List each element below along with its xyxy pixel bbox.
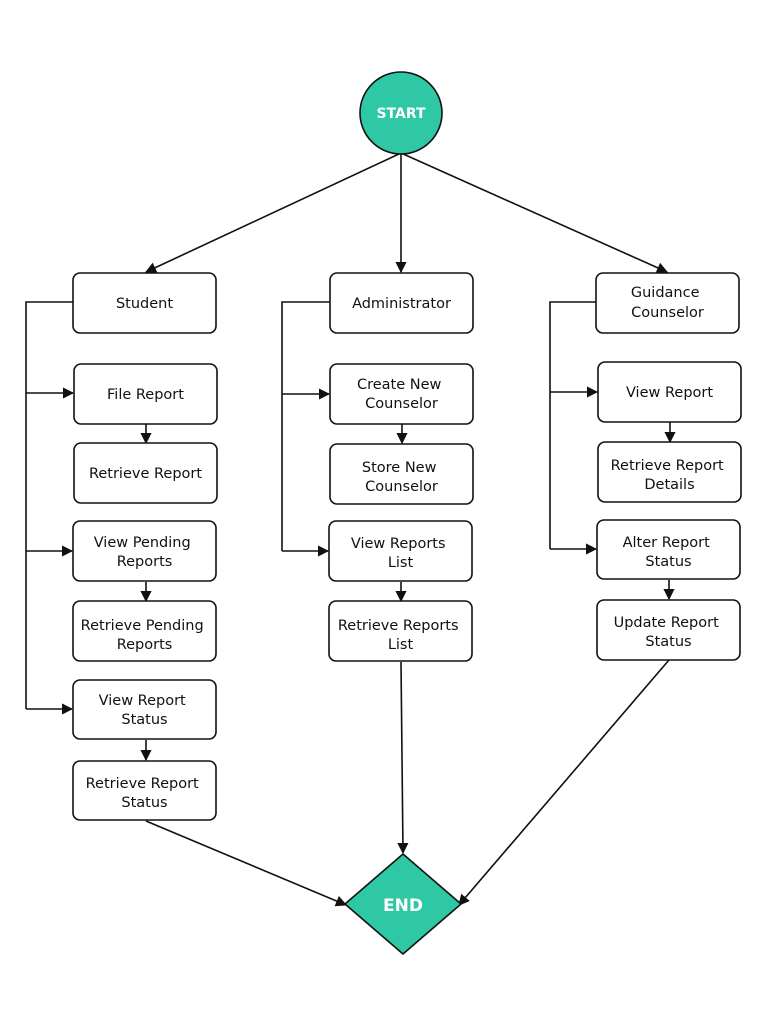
edge-student-bracket bbox=[25, 301, 73, 709]
edge-guidance-bracket bbox=[549, 301, 596, 549]
view-report-label: View Report bbox=[626, 385, 713, 401]
administrator-header-node: Administrator bbox=[329, 272, 474, 334]
view-report-status-node: View Report Status bbox=[72, 679, 217, 740]
alter-report-status-label: Alter Report Status bbox=[623, 535, 715, 570]
retrieve-reports-list-node: Retrieve Reports List bbox=[328, 600, 473, 662]
edge-retrieve-status-to-end bbox=[145, 820, 348, 907]
retrieve-report-node: Retrieve Report bbox=[73, 442, 218, 504]
start-circle bbox=[359, 71, 443, 155]
guidance-counselor-header-label: Guidance Counselor bbox=[631, 285, 704, 321]
view-pending-reports-node: View Pending Reports bbox=[72, 520, 217, 582]
administrator-header-label: Administrator bbox=[352, 296, 451, 312]
column-administrator: Administrator Create New Counselor Store… bbox=[328, 272, 474, 662]
view-reports-list-node: View Reports List bbox=[328, 520, 473, 582]
end-node: END bbox=[344, 853, 462, 955]
retrieve-report-label: Retrieve Report bbox=[89, 466, 202, 482]
retrieve-pending-reports-node: Retrieve Pending Reports bbox=[72, 600, 217, 662]
edges bbox=[25, 152, 676, 907]
student-header-label: Student bbox=[116, 296, 173, 312]
edge-start-to-student bbox=[144, 152, 402, 273]
alter-report-status-node: Alter Report Status bbox=[596, 519, 741, 580]
edge-start-to-guidance-counselor bbox=[400, 152, 669, 273]
retrieve-report-status-node: Retrieve Report Status bbox=[72, 760, 217, 821]
start-node: START bbox=[359, 71, 443, 155]
start-label: START bbox=[376, 106, 426, 122]
end-diamond bbox=[344, 853, 462, 955]
edge-retrieve-list-to-end bbox=[397, 661, 409, 855]
view-report-node: View Report bbox=[597, 361, 742, 423]
retrieve-report-details-node: Retrieve Report Details bbox=[597, 441, 742, 503]
retrieve-report-details-label: Retrieve Report Details bbox=[611, 458, 729, 493]
column-student: Student File Report Retrieve Report View… bbox=[72, 272, 218, 821]
end-label: END bbox=[383, 896, 423, 916]
guidance-counselor-header-node: Guidance Counselor bbox=[595, 272, 740, 334]
view-reports-list-label: View Reports List bbox=[351, 536, 450, 571]
store-new-counselor-label: Store New Counselor bbox=[362, 460, 441, 495]
update-report-status-label: Update Report Status bbox=[614, 615, 724, 650]
student-header-node: Student bbox=[72, 272, 217, 334]
file-report-label: File Report bbox=[107, 387, 184, 403]
edge-administrator-bracket bbox=[281, 301, 330, 551]
update-report-status-node: Update Report Status bbox=[596, 599, 741, 661]
edge-update-status-to-end bbox=[458, 659, 670, 906]
retrieve-reports-list-label: Retrieve Reports List bbox=[338, 618, 463, 653]
file-report-node: File Report bbox=[73, 363, 218, 425]
create-new-counselor-node: Create New Counselor bbox=[329, 363, 474, 425]
store-new-counselor-node: Store New Counselor bbox=[329, 443, 474, 505]
view-report-status-label: View Report Status bbox=[99, 693, 191, 728]
retrieve-report-status-label: Retrieve Report Status bbox=[86, 776, 204, 811]
column-guidance-counselor: Guidance Counselor View Report Retrieve … bbox=[595, 272, 742, 661]
view-pending-reports-label: View Pending Reports bbox=[94, 535, 196, 570]
create-new-counselor-label: Create New Counselor bbox=[357, 377, 446, 412]
retrieve-pending-reports-label: Retrieve Pending Reports bbox=[81, 618, 209, 653]
